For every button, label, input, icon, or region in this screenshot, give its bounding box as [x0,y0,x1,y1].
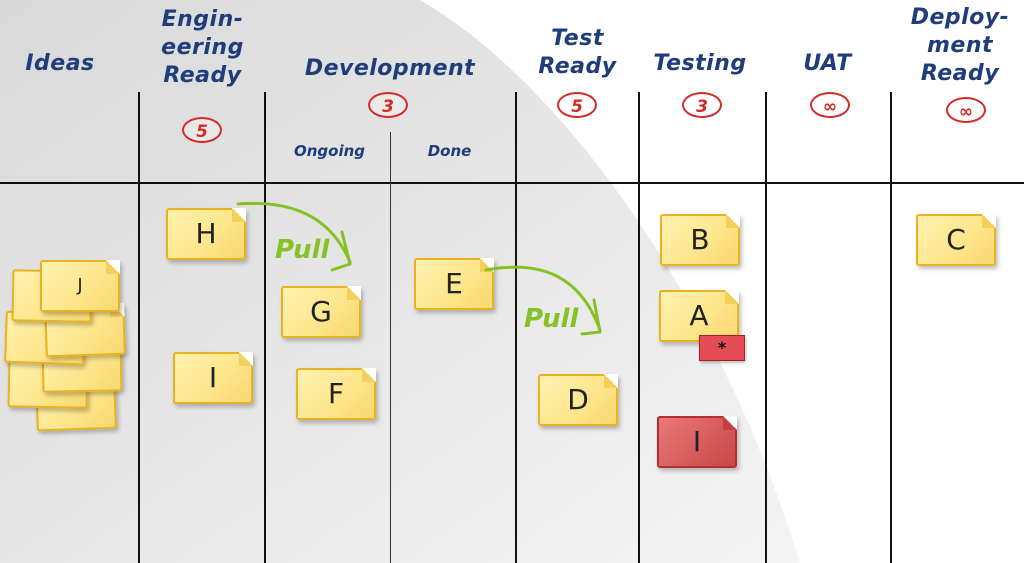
title-line: Ready [920,61,1000,86]
column-divider [638,92,640,563]
title-line: Ready [538,54,617,79]
wip-limit-deployment-ready: ∞ [946,97,986,123]
wip-limit-development: 3 [368,92,408,118]
title-line: Test [551,26,604,51]
sticky-note[interactable]: I [173,352,253,404]
wip-limit-uat: ∞ [810,92,850,118]
pull-arrowhead [330,230,352,272]
column-divider [890,92,892,563]
column-title-uat: UAT [803,51,852,76]
title-line: ment [926,33,994,58]
sticky-note-blocked[interactable]: I [657,416,737,468]
sticky-note[interactable]: H [166,208,246,260]
title-line: Ready [163,63,242,88]
pull-arrowhead [580,298,602,336]
column-title-test-ready: Test Ready [530,25,625,81]
sticky-note[interactable]: F [296,368,376,420]
column-divider [515,92,517,563]
pull-label: Pull [524,304,579,334]
wip-limit-test-ready: 5 [557,92,597,118]
wip-limit-engineering-ready: 5 [182,117,222,143]
pull-arrow-curve [484,265,602,332]
column-title-engineering-ready: Engin- eering Ready [150,6,255,90]
subcolumn-divider [390,132,391,563]
header-divider [0,182,1024,184]
column-title-development: Development [304,56,476,81]
title-line: Deploy- [910,5,1010,30]
wip-limit-testing: 3 [682,92,722,118]
sticky-note[interactable]: J [40,260,120,312]
column-title-testing: Testing [653,51,747,76]
pull-arrow-curve [236,201,352,264]
title-line: Engin- [161,7,244,32]
blocker-tag[interactable]: * [699,335,745,361]
pull-label: Pull [275,235,330,265]
column-divider [138,92,140,563]
sticky-note[interactable]: E [414,258,494,310]
sticky-note[interactable]: G [281,286,361,338]
column-divider [264,92,266,563]
title-line: eering [161,35,244,60]
column-divider [765,92,767,563]
sticky-note[interactable]: C [916,214,996,266]
column-title-deployment-ready: Deploy- ment Ready [905,4,1015,88]
sticky-note[interactable]: B [660,214,740,266]
subcolumn-title-done: Done [427,142,472,160]
column-title-ideas: Ideas [25,51,95,76]
subcolumn-title-ongoing: Ongoing [293,142,366,160]
sticky-note[interactable]: D [538,374,618,426]
